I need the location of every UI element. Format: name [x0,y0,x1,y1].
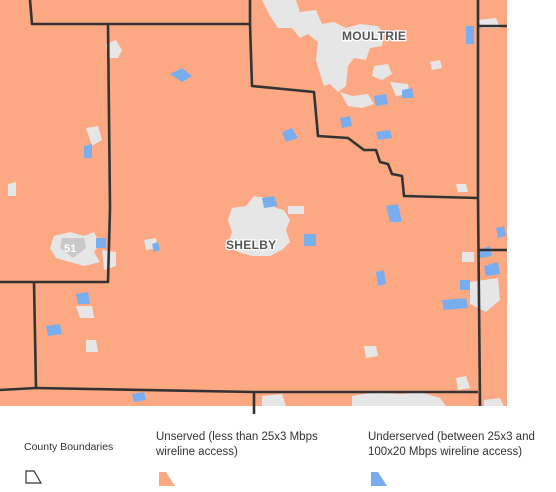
legend-label-unserved: Unserved (less than 25x3 Mbps wireline a… [156,431,318,458]
legend-item-county-boundaries: County Boundaries [24,440,113,485]
unserved-swatch-icon [156,470,176,486]
county-label-moultrie: MOULTRIE [342,29,406,43]
county-boundary-swatch-icon [24,469,44,485]
underserved-swatch-icon [368,470,388,486]
route-shield-icon: 51 [60,238,86,258]
legend-label-county-boundaries: County Boundaries [24,441,114,453]
legend: County Boundaries Unserved (less than 25… [0,414,556,492]
adjacent-county-area [478,0,507,406]
legend-item-underserved: Underserved (between 25x3 and 100x20 Mbp… [368,430,554,486]
underserved-areas [46,26,506,402]
county-boundaries [0,0,507,414]
legend-label-underserved: Underserved (between 25x3 and 100x20 Mbp… [368,431,535,458]
map-margin-bottom [0,406,556,414]
route-shield-number: 51 [64,243,76,255]
map-margin [507,0,556,414]
legend-item-unserved: Unserved (less than 25x3 Mbps wireline a… [156,430,346,486]
county-label-shelby: SHELBY [226,238,276,252]
broadband-coverage-map[interactable]: MOULTRIE SHELBY 51 [0,0,556,414]
